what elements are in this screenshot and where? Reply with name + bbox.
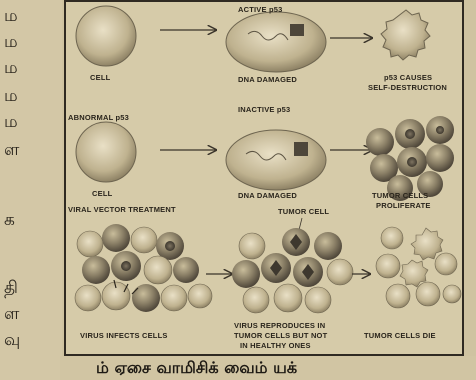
tamil-glyph: ம <box>4 32 18 54</box>
abnormal-cell <box>76 122 136 182</box>
tamil-glyph: ம <box>4 86 18 108</box>
label-inactive-p53: INACTIVE p53 <box>238 105 290 114</box>
virus-reproducing-cells <box>232 228 353 313</box>
label-cell: CELL <box>90 73 111 82</box>
proliferating-tumor-cells <box>366 116 454 201</box>
label-virus-infects: VIRUS INFECTS CELLS <box>80 331 168 340</box>
label-virus-reproduces-2: TUMOR CELLS BUT NOT <box>234 331 328 340</box>
inactive-p53-icon <box>294 142 308 156</box>
label-cell-2: CELL <box>92 189 113 198</box>
label-proliferate: PROLIFERATE <box>376 201 431 210</box>
label-p53-causes: p53 CAUSES <box>384 73 432 82</box>
tamil-glyph: ம <box>4 6 18 28</box>
label-dna-damaged-2: DNA DAMAGED <box>238 191 297 200</box>
label-self-destruction: SELF-DESTRUCTION <box>368 83 447 92</box>
row-3-viral-vector: VIRAL VECTOR TREATMENT TUMOR CELL <box>68 205 461 350</box>
tamil-glyph: ம <box>4 112 18 134</box>
label-viral-vector: VIRAL VECTOR TREATMENT <box>68 205 176 214</box>
p53-diagram-panel: CELL ACTIVE p53 DNA DAMAGED p53 CAUSES S… <box>64 0 464 356</box>
tamil-glyph: வு <box>4 330 20 352</box>
tamil-glyph: க <box>4 210 15 232</box>
tamil-glyph: ள <box>4 304 19 326</box>
label-abnormal-p53: ABNORMAL p53 <box>68 113 129 122</box>
left-page-column: ம ம ம ம ம ள க தி ள வு <box>0 0 62 380</box>
tamil-glyph: தி <box>4 278 18 300</box>
virus-infecting-cells <box>75 224 212 312</box>
normal-cell <box>76 6 136 66</box>
damaged-cell <box>226 12 326 72</box>
tamil-glyph: ள <box>4 140 19 162</box>
label-tumor-cells: TUMOR CELLS <box>372 191 428 200</box>
label-dna-damaged: DNA DAMAGED <box>238 75 297 84</box>
tamil-glyph: ம <box>4 58 18 80</box>
p53-virus-diagram: CELL ACTIVE p53 DNA DAMAGED p53 CAUSES S… <box>66 2 462 354</box>
row-2-abnormal-p53: ABNORMAL p53 CELL INACTIVE p53 <box>68 105 454 210</box>
label-virus-reproduces-3: IN HEALTHY ONES <box>240 341 311 350</box>
label-tumor-cells-die: TUMOR CELLS DIE <box>364 331 436 340</box>
row-1-normal-p53: CELL ACTIVE p53 DNA DAMAGED p53 CAUSES S… <box>76 5 447 92</box>
damaged-cell <box>226 130 326 190</box>
dying-tumor-cells <box>376 227 461 308</box>
label-active-p53: ACTIVE p53 <box>238 5 283 14</box>
label-tumor-cell: TUMOR CELL <box>278 207 329 216</box>
self-destructing-cell <box>381 10 430 60</box>
p53-protein-icon <box>290 24 304 36</box>
bottom-tamil-text: ம் ஏசை வாமிசிக் வைம் யக் <box>96 358 466 379</box>
label-virus-reproduces-1: VIRUS REPRODUCES IN <box>234 321 325 330</box>
